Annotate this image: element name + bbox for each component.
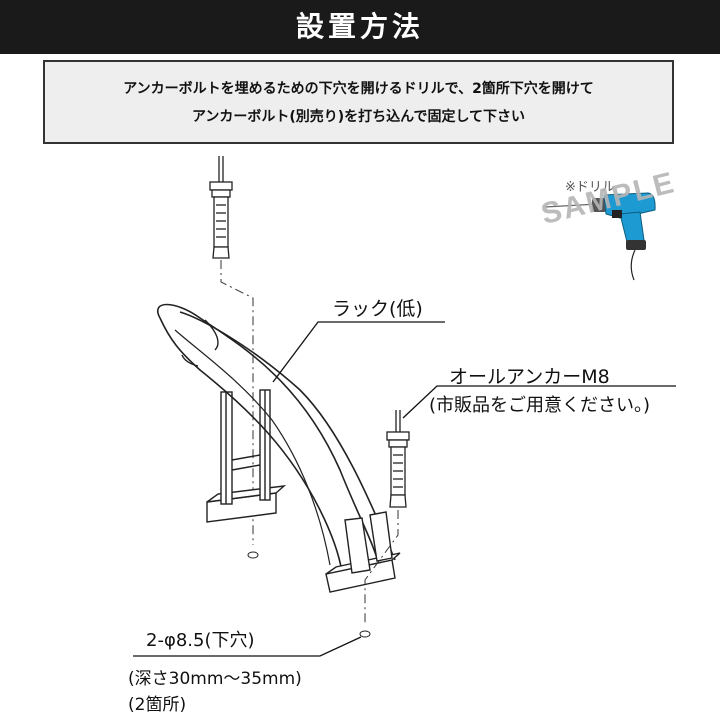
instruction-line-1: アンカーボルトを埋めるための下穴を開けるドリルで、2箇所下穴を開けて xyxy=(123,81,594,97)
drill-icon xyxy=(544,192,656,281)
count-label: (2箇所) xyxy=(128,695,187,715)
anchor-label: オールアンカーM8 xyxy=(449,366,610,388)
drill-label: ※ドリル xyxy=(565,180,615,195)
bicycle-rack xyxy=(157,303,401,593)
depth-label: (深さ30mm～35mm) xyxy=(128,669,302,689)
anchor-bolt-side xyxy=(386,410,410,508)
page-title: 設置方法 xyxy=(0,0,720,54)
anchor-leader xyxy=(402,385,676,419)
guide-line-side xyxy=(364,510,399,625)
hole-leader xyxy=(133,636,362,657)
hole-front xyxy=(359,630,371,638)
anchor-note: (市販品をご用意ください。) xyxy=(429,395,651,416)
rack-leader xyxy=(272,321,445,383)
hole-rear xyxy=(247,551,259,559)
guide-line-top xyxy=(220,260,254,545)
hole-label: 2-φ8.5(下穴) xyxy=(146,630,255,651)
instruction-line-2: アンカーボルト(別売り)を打ち込んで固定して下さい xyxy=(191,109,526,125)
anchor-bolt-top xyxy=(209,156,233,259)
rack-label: ラック(低) xyxy=(332,298,423,320)
instruction-box: アンカーボルトを埋めるための下穴を開けるドリルで、2箇所下穴を開けて アンカーボ… xyxy=(43,60,674,144)
